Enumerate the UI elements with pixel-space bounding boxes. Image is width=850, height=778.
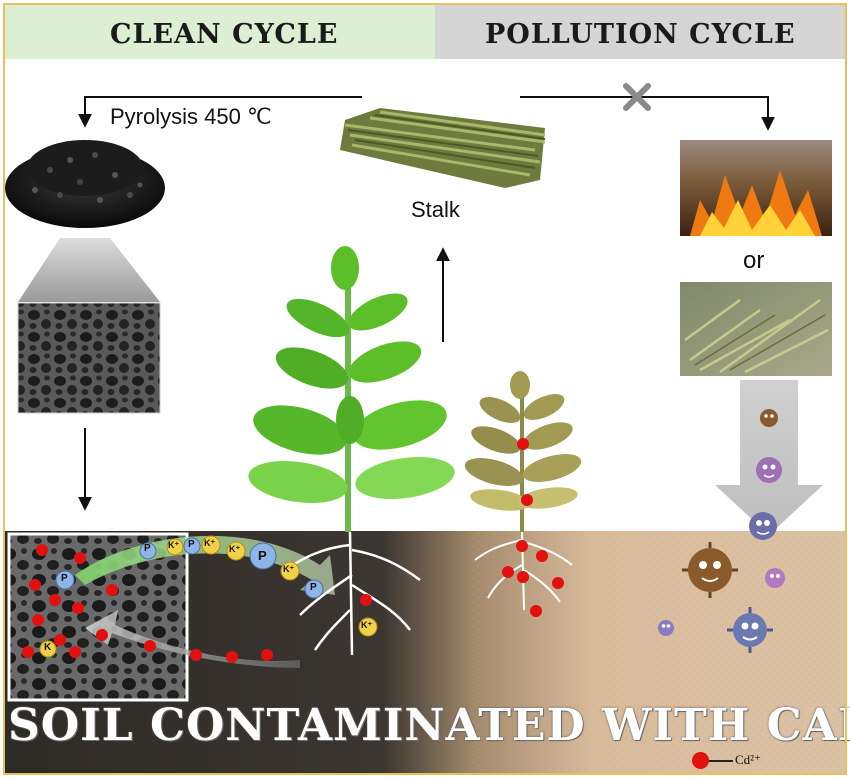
cadmium-ion <box>502 566 514 578</box>
or-label: or <box>743 247 765 274</box>
cadmium-ion <box>69 646 81 658</box>
p-label: P <box>258 548 267 563</box>
phosphorus-ion <box>139 542 157 560</box>
clean-cycle-title: CLEAN CYCLE <box>110 19 339 50</box>
contaminated-plant <box>464 371 582 611</box>
virus-icon <box>760 409 778 427</box>
cadmium-ion <box>360 594 372 606</box>
cadmium-ion <box>517 571 529 583</box>
sem-inset <box>7 532 189 702</box>
cadmium-ion <box>96 629 108 641</box>
p-label: P <box>188 539 195 550</box>
pyrolysis-label: Pyrolysis 450 ℃ <box>110 104 272 129</box>
phosphorus-ion <box>304 579 324 599</box>
potassium-ion <box>280 561 300 581</box>
k-label: K⁺ <box>204 538 216 548</box>
cadmium-ion <box>49 594 61 606</box>
biochar-pile <box>5 140 165 228</box>
k-label: K <box>44 642 52 653</box>
fire-photo <box>680 140 832 236</box>
cadmium-ion <box>74 552 86 564</box>
potassium-ion <box>226 541 246 561</box>
cadmium-ion <box>22 646 34 658</box>
k-label: K⁺ <box>168 540 180 550</box>
p-label: P <box>310 582 317 593</box>
cadmium-ion <box>29 579 41 591</box>
cadmium-return-arrow <box>85 610 300 668</box>
pyrolysis-arrow <box>78 96 362 128</box>
virus-icon <box>756 457 782 483</box>
cadmium-ion <box>54 634 66 646</box>
k-label: K⁺ <box>361 620 373 630</box>
cadmium-ion <box>530 605 542 617</box>
pollution-cycle-header: POLLUTION CYCLE <box>435 5 845 59</box>
cadmium-ion <box>144 640 156 652</box>
sem-micrograph <box>17 302 161 414</box>
legend-line <box>709 760 733 762</box>
virus-icon <box>765 568 785 588</box>
legend-cadmium-label: Cd²⁺ <box>735 752 761 767</box>
pollution-cycle-title: POLLUTION CYCLE <box>485 19 796 50</box>
healthy-plant <box>248 246 455 656</box>
cadmium-ion <box>36 544 48 556</box>
virus-group <box>658 409 785 653</box>
cadmium-ion <box>516 540 528 552</box>
virus-icon <box>749 512 777 540</box>
virus-icon <box>658 620 674 636</box>
cadmium-ion <box>106 584 118 596</box>
cadmium-ion <box>536 550 548 562</box>
cadmium-ion <box>517 438 529 450</box>
cadmium-ion <box>72 602 84 614</box>
phosphorus-ion <box>249 542 277 570</box>
cadmium-ions <box>22 438 564 663</box>
phosphorus-ion <box>183 537 201 555</box>
clean-cycle-header: CLEAN CYCLE <box>5 5 435 59</box>
cadmium-ion <box>261 649 273 661</box>
cadmium-ion <box>226 651 238 663</box>
potassium-ion <box>358 617 378 637</box>
k-label: K⁺ <box>283 564 295 574</box>
p-label: P <box>144 543 151 554</box>
nutrient-ions <box>39 535 378 658</box>
stalk-bundle <box>340 108 546 188</box>
zoom-funnel <box>18 238 160 302</box>
p-label: P <box>61 573 68 584</box>
cadmium-ion <box>190 649 202 661</box>
k-label: K⁺ <box>229 544 241 554</box>
legend-cadmium-dot <box>692 752 709 769</box>
potassium-ion <box>166 538 184 556</box>
potassium-ion <box>201 535 221 555</box>
stalk-label: Stalk <box>411 197 460 222</box>
potassium-ion <box>39 640 57 658</box>
stalk-field-photo <box>680 282 832 376</box>
cadmium-ion <box>552 577 564 589</box>
pollution-arrow <box>520 96 775 131</box>
cadmium-ion <box>32 614 44 626</box>
phosphorus-ion <box>55 570 75 590</box>
soil-title: SOIL CONTAMINATED WITH CADMIUM <box>8 700 850 751</box>
cross-icon <box>623 83 651 111</box>
virus-icon <box>727 607 773 653</box>
virus-icon <box>682 542 738 598</box>
cadmium-ion <box>521 494 533 506</box>
